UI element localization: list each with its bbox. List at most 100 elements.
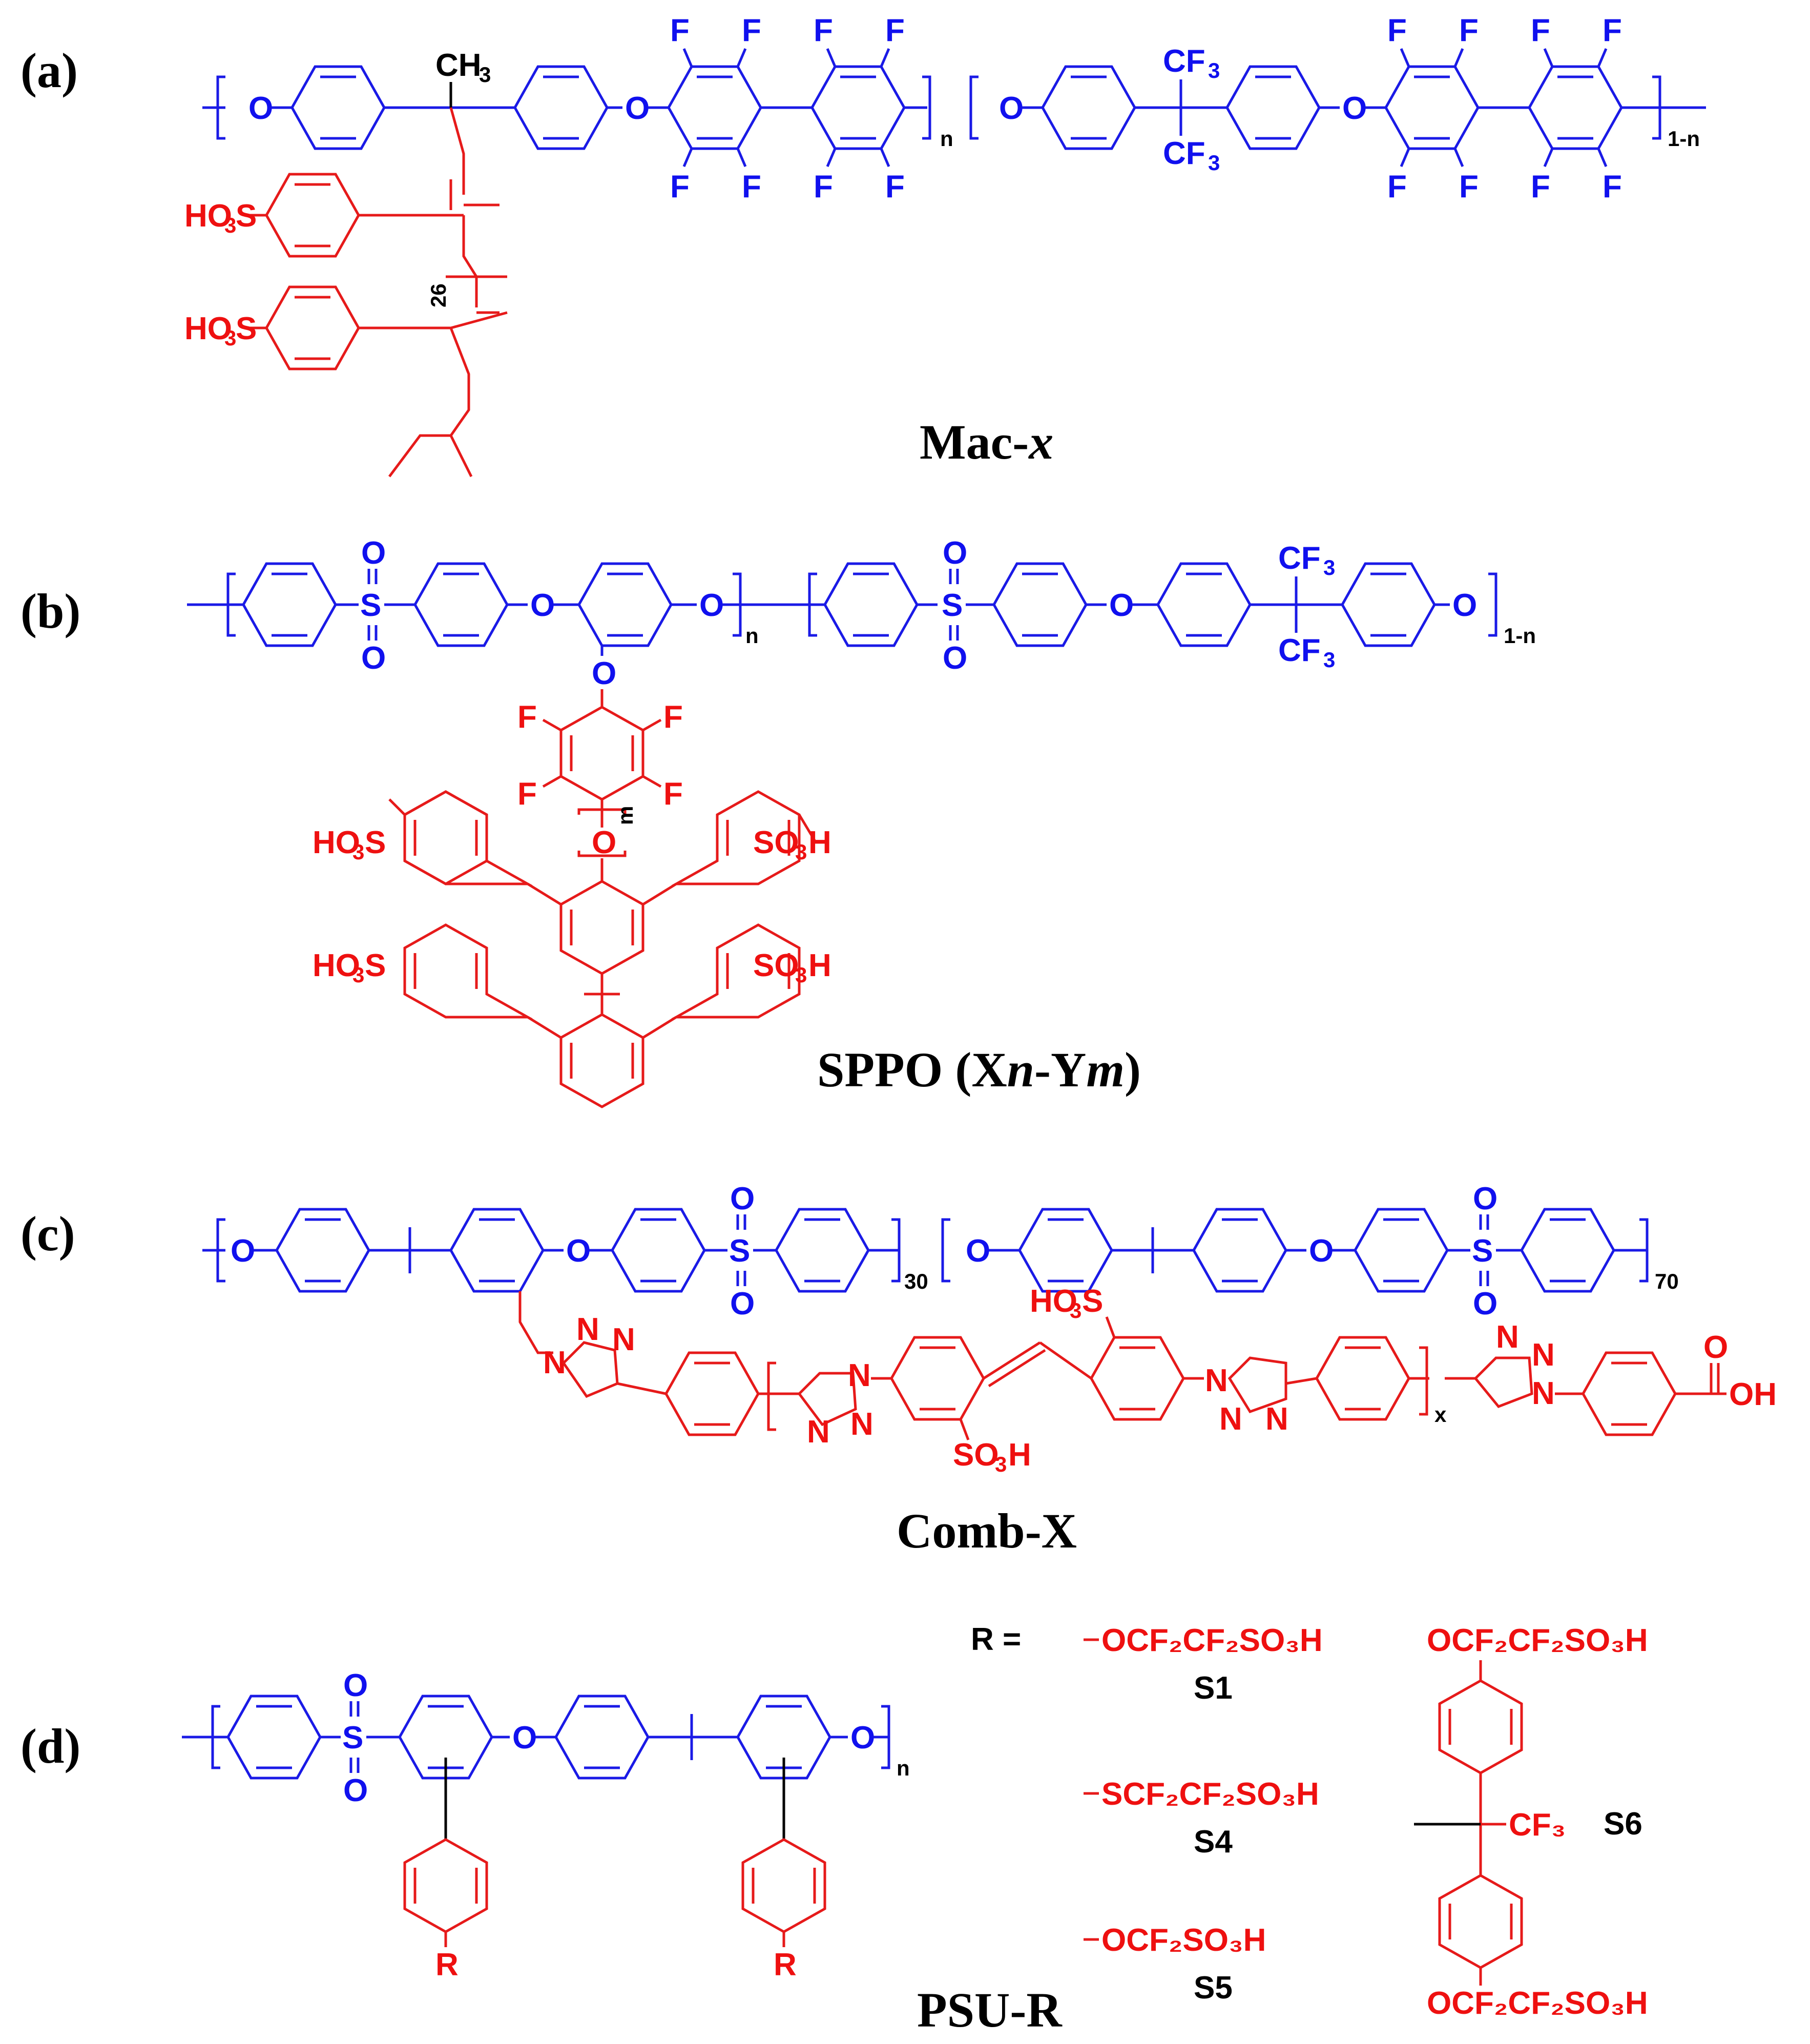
s6-label: S6 <box>1604 1806 1642 1842</box>
atom-f: F <box>1387 13 1407 48</box>
atom-n: N <box>1205 1363 1228 1398</box>
s4-formula: SCF₂CF₂SO₃H <box>1101 1777 1319 1812</box>
svg-text:3: 3 <box>1208 151 1220 175</box>
s6-bottom-formula: OCF₂CF₂SO₃H <box>1427 1986 1648 2021</box>
atom-cf3: CF <box>1163 44 1205 79</box>
panel-d-label: (d) <box>20 1719 80 1773</box>
atom-o: O <box>1473 1181 1497 1216</box>
atom-f: F <box>670 169 690 204</box>
atom-o: O <box>966 1233 990 1269</box>
svg-text:3: 3 <box>795 840 807 864</box>
subscript-n: n <box>745 624 759 648</box>
atom-o: O <box>1342 91 1367 126</box>
atom-o: O <box>1109 588 1134 623</box>
panel-a-backbone: O O <box>202 13 1706 204</box>
atom-s: S <box>942 588 963 623</box>
panel-a-label: (a) <box>20 43 78 98</box>
subscript-n: n <box>897 1756 910 1780</box>
svg-text:H: H <box>1008 1437 1031 1473</box>
atom-n: N <box>612 1322 635 1357</box>
subscript-26: 26 <box>426 283 450 307</box>
svg-text:3: 3 <box>1323 648 1335 672</box>
atom-o: O <box>999 91 1024 126</box>
svg-text:3: 3 <box>224 213 236 237</box>
svg-text:3: 3 <box>352 840 364 864</box>
atom-f: F <box>663 776 683 812</box>
svg-text:S: S <box>365 825 386 860</box>
atom-o: O <box>592 825 616 860</box>
atom-n: N <box>848 1358 871 1393</box>
atom-f: F <box>1387 169 1407 204</box>
panel-c-label: (c) <box>20 1206 75 1261</box>
svg-text:3: 3 <box>795 963 807 987</box>
subscript-1-minus-n: 1-n <box>1668 127 1700 151</box>
atom-f: F <box>1459 13 1479 48</box>
atom-o: O <box>530 588 555 623</box>
atom-o: O <box>625 91 650 126</box>
atom-so3h: SO <box>753 948 799 983</box>
atom-f: F <box>814 13 833 48</box>
s1-formula: OCF₂CF₂SO₃H <box>1101 1623 1323 1658</box>
atom-s: S <box>1472 1233 1493 1269</box>
svg-text:3: 3 <box>995 1452 1007 1476</box>
s5-formula: OCF₂SO₃H <box>1101 1923 1266 1958</box>
atom-f: F <box>1603 169 1622 204</box>
subscript-1-minus-n: 1-n <box>1504 624 1536 648</box>
atom-f: F <box>742 13 761 48</box>
s6-top-formula: OCF₂CF₂SO₃H <box>1427 1623 1648 1658</box>
subscript-x: x <box>1434 1402 1447 1427</box>
panel-d-caption: PSU-R <box>917 1983 1063 2037</box>
panel-b: (b) S O O O O n S <box>20 535 1536 1108</box>
panel-a-caption: Mac-x <box>920 415 1053 469</box>
subscript-30: 30 <box>904 1269 928 1293</box>
atom-o: O <box>1309 1233 1334 1269</box>
atom-o: O <box>231 1233 255 1269</box>
s6-cf3: CF₃ <box>1509 1807 1566 1843</box>
atom-ho3s: HO <box>184 198 232 234</box>
atom-s: S <box>342 1720 363 1756</box>
atom-cf3: CF <box>1278 633 1321 668</box>
atom-n: N <box>807 1414 830 1450</box>
atom-so3h: SO <box>753 825 799 860</box>
r-equals-label: R = <box>971 1622 1021 1657</box>
atom-r: R <box>435 1947 459 1983</box>
atom-o: O <box>248 91 273 126</box>
panel-b-caption: SPPO (Xn-Ym) <box>817 1042 1141 1097</box>
atom-o: O <box>343 1773 368 1808</box>
atom-n: N <box>1532 1376 1555 1411</box>
atom-so3h: SO <box>953 1437 999 1473</box>
svg-text:3: 3 <box>1070 1298 1081 1323</box>
atom-o: O <box>730 1181 755 1216</box>
atom-ho3s: HO <box>313 948 360 983</box>
atom-n: N <box>850 1407 873 1442</box>
atom-o: O <box>343 1668 368 1703</box>
subscript-70: 70 <box>1655 1269 1679 1293</box>
atom-o: O <box>361 641 386 676</box>
atom-o: O <box>1452 588 1477 623</box>
svg-text:3: 3 <box>1208 58 1220 82</box>
atom-o: O <box>943 535 967 571</box>
svg-text:S: S <box>1082 1284 1103 1319</box>
atom-f: F <box>814 169 833 204</box>
atom-f: F <box>517 776 537 812</box>
svg-text:3: 3 <box>479 63 491 87</box>
atom-cf3: CF <box>1163 136 1205 171</box>
svg-text:3: 3 <box>352 963 364 987</box>
atom-f: F <box>742 169 761 204</box>
svg-text:S: S <box>236 198 257 234</box>
atom-n: N <box>1219 1401 1242 1437</box>
panel-d: (d) S O O O O n <box>20 1622 1648 2037</box>
atom-f: F <box>885 13 905 48</box>
atom-f: F <box>1531 169 1550 204</box>
atom-o: O <box>850 1720 875 1756</box>
atom-o: O <box>592 656 616 691</box>
atom-f: F <box>663 699 683 735</box>
atom-f: F <box>1603 13 1622 48</box>
panel-a-sidechain: HO 3 S HO 3 S 26 <box>184 107 508 478</box>
s5-label: S5 <box>1194 1970 1233 2006</box>
subscript-m: m <box>613 806 637 825</box>
atom-o: O <box>361 535 386 571</box>
atom-o: O <box>566 1233 591 1269</box>
panel-b-label: (b) <box>20 584 80 638</box>
